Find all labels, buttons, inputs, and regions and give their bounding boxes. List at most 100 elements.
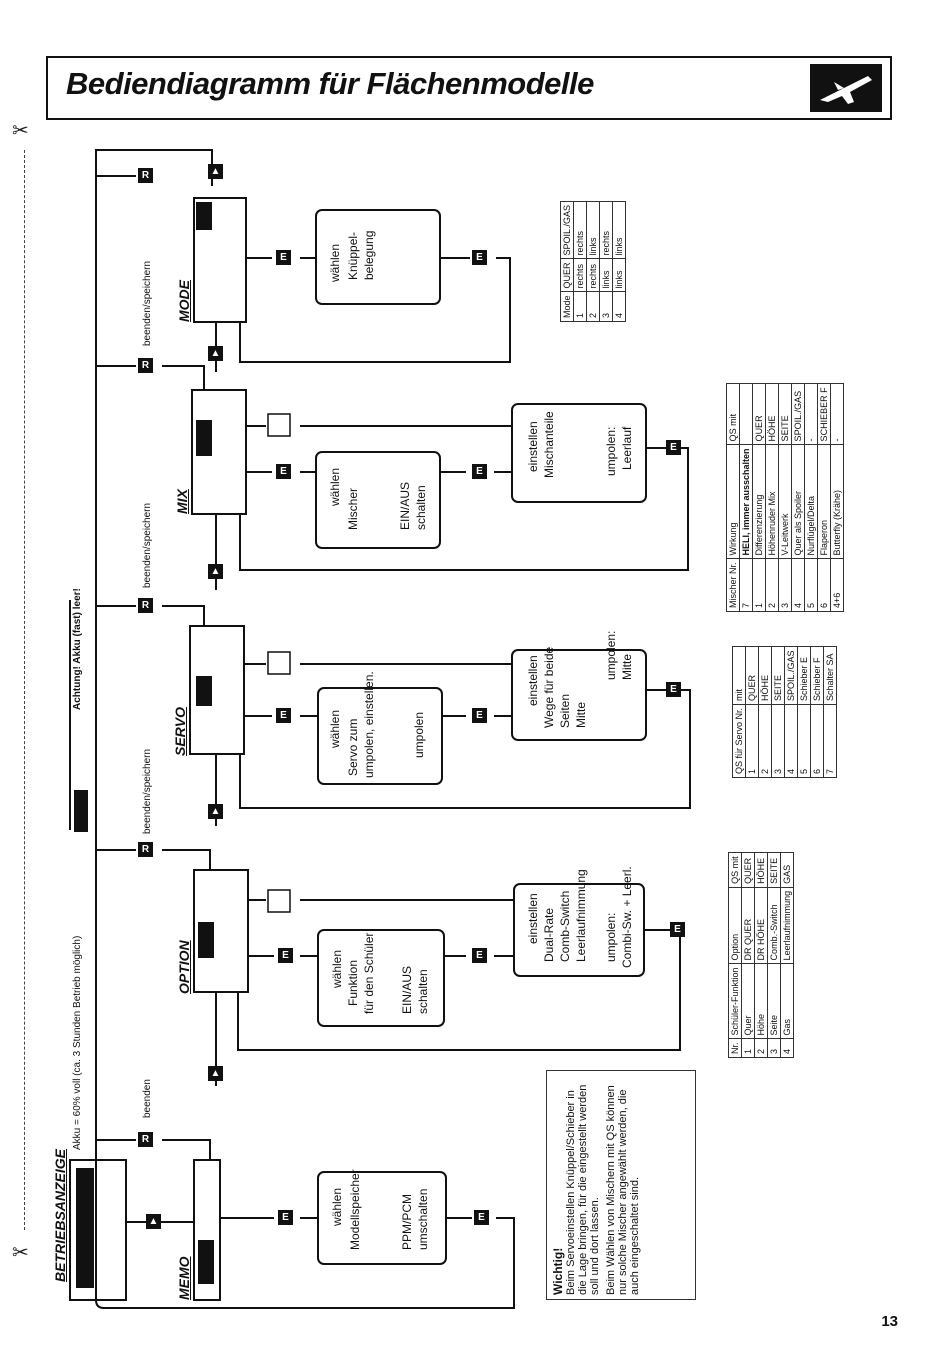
box-text: EIN/AUS bbox=[398, 481, 412, 530]
key-e[interactable]: E bbox=[278, 1210, 293, 1225]
flow-edge bbox=[95, 1217, 515, 1309]
box-text: wählen bbox=[328, 709, 342, 748]
flow-edge bbox=[237, 929, 681, 1051]
box-text: wählen bbox=[330, 1187, 344, 1226]
flow-edge bbox=[96, 849, 211, 870]
box-text: einstellen bbox=[526, 655, 540, 706]
screen-option bbox=[193, 869, 249, 993]
battery-full-label: Akku = 60% voll (ca. 3 Stunden Betrieb m… bbox=[72, 935, 83, 1150]
edge-label: beenden/speichern bbox=[142, 748, 153, 834]
box-servo bbox=[317, 687, 443, 785]
box-text: wählen bbox=[328, 243, 342, 282]
screen-betrieb bbox=[69, 1159, 127, 1301]
key-e[interactable]: E bbox=[666, 682, 681, 697]
key-up[interactable]: ▲ bbox=[208, 1066, 223, 1081]
scissors-icon: ✂ bbox=[12, 120, 29, 142]
screen-mode bbox=[193, 197, 247, 323]
key-e[interactable]: E bbox=[472, 464, 487, 479]
key-up[interactable]: ▲ bbox=[208, 164, 223, 179]
display-bar bbox=[196, 420, 212, 456]
cross-keys-icon bbox=[267, 651, 291, 675]
scissors-icon: ✂ bbox=[12, 1242, 29, 1264]
cross-keys-icon bbox=[267, 413, 291, 437]
key-e[interactable]: E bbox=[276, 708, 291, 723]
display-bar bbox=[74, 790, 88, 832]
box-text: wählen bbox=[330, 949, 344, 988]
box-text: umpolen: bbox=[604, 426, 618, 476]
box-text: Servo zum bbox=[346, 718, 360, 776]
box-text: PPM/PCM bbox=[400, 1193, 414, 1250]
flow-edge bbox=[239, 257, 511, 363]
box-text: Leerlauf bbox=[620, 426, 634, 470]
key-r[interactable]: R bbox=[138, 358, 153, 373]
screen-label-mode: MODE bbox=[176, 280, 192, 322]
box-mix bbox=[315, 451, 441, 549]
key-r[interactable]: R bbox=[138, 598, 153, 613]
key-up[interactable]: ▲ bbox=[146, 1214, 161, 1229]
key-r[interactable]: R bbox=[138, 1132, 153, 1147]
page-title: Bediendiagramm für Flächenmodelle bbox=[66, 66, 594, 101]
display-bar bbox=[198, 1240, 214, 1284]
box-text: schalten bbox=[414, 485, 428, 530]
box-text: Mischer bbox=[346, 487, 360, 530]
edge-label: beenden/speichern bbox=[142, 260, 153, 346]
box-mix-set bbox=[511, 403, 647, 503]
box-text: Seiten bbox=[558, 693, 572, 728]
box-text: Modellspeicher bbox=[348, 1169, 362, 1250]
key-e[interactable]: E bbox=[472, 708, 487, 723]
screen-label-option: OPTION bbox=[176, 940, 192, 994]
box-text: Mitte bbox=[574, 701, 588, 728]
box-text: umschalten bbox=[416, 1188, 430, 1250]
key-e[interactable]: E bbox=[276, 250, 291, 265]
display-bar bbox=[198, 922, 214, 958]
battery-warning-label: Achtung! Akku (fast) leer! bbox=[72, 588, 83, 710]
box-text: umpolen bbox=[412, 711, 426, 758]
key-up[interactable]: ▲ bbox=[208, 564, 223, 579]
box-text: einstellen bbox=[526, 421, 540, 472]
key-e[interactable]: E bbox=[472, 250, 487, 265]
box-text: umpolen, einstellen. bbox=[362, 671, 376, 778]
note-text: Beim Servoeinstellen Knüppel/Schieber in… bbox=[565, 1084, 601, 1295]
cut-line bbox=[24, 150, 25, 1230]
box-text: Dual-Rate bbox=[542, 907, 556, 962]
box-text: EIN/AUS bbox=[400, 965, 414, 1014]
key-e[interactable]: E bbox=[670, 922, 685, 937]
edge-label: beenden/speichern bbox=[142, 502, 153, 588]
key-e[interactable]: E bbox=[666, 440, 681, 455]
note-box: Wichtig! Beim Servoeinstellen Knüppel/Sc… bbox=[546, 1070, 696, 1300]
key-e[interactable]: E bbox=[474, 1210, 489, 1225]
key-r[interactable]: R bbox=[138, 168, 153, 183]
screen-label-servo: SERVO bbox=[172, 706, 188, 756]
box-text: Mischanteile bbox=[542, 411, 556, 478]
key-r[interactable]: R bbox=[138, 842, 153, 857]
key-e[interactable]: E bbox=[472, 948, 487, 963]
key-e[interactable]: E bbox=[278, 948, 293, 963]
key-up[interactable]: ▲ bbox=[208, 346, 223, 361]
key-up[interactable]: ▲ bbox=[208, 804, 223, 819]
flow-edge bbox=[96, 1139, 211, 1160]
display-bar bbox=[196, 202, 212, 230]
box-text: Combi-Sw. + Leerl. bbox=[620, 866, 634, 968]
cross-keys-icon bbox=[267, 889, 291, 913]
key-e[interactable]: E bbox=[276, 464, 291, 479]
screen-mix bbox=[191, 389, 247, 515]
display-bar bbox=[196, 676, 212, 706]
